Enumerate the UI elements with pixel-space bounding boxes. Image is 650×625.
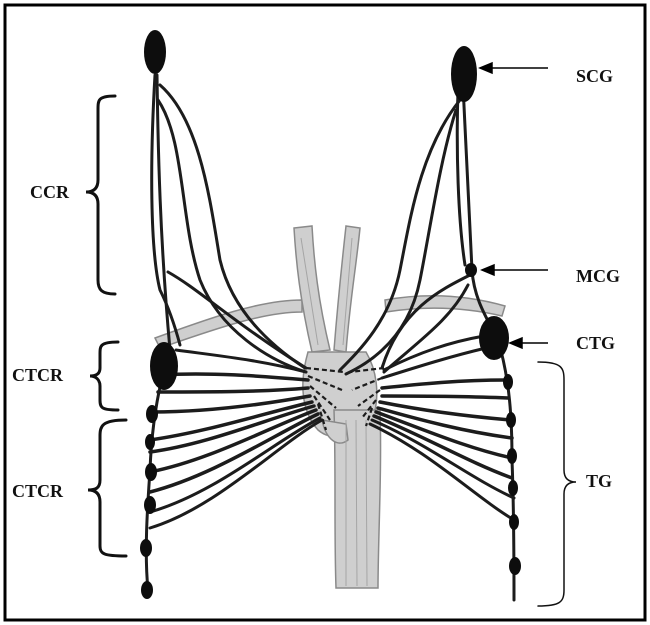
right-thoracic-ganglion-5 (509, 514, 519, 530)
left-thoracic-ganglion-3 (145, 463, 157, 481)
right-thoracic-ganglion-4 (508, 480, 518, 496)
left-thoracic-ganglion-5 (140, 539, 152, 557)
label-mcg: MCG (576, 266, 620, 286)
label-ccr: CCR (30, 182, 70, 202)
left-thoracic-ganglion-2 (145, 434, 155, 450)
label-tg: TG (586, 471, 612, 491)
left-thoracic-ganglion-1 (146, 405, 158, 423)
label-ctg: CTG (576, 333, 615, 353)
left-superior-cervical-ganglion (144, 30, 166, 74)
right-superior-cervical-ganglion (451, 46, 477, 102)
right-thoracic-ganglion-3 (507, 448, 517, 464)
label-ctcr-upper: CTCR (12, 365, 64, 385)
label-scg: SCG (576, 66, 613, 86)
right-middle-cervical-ganglion (465, 263, 477, 277)
right-thoracic-ganglion-2 (506, 412, 516, 428)
left-thoracic-ganglion-4 (144, 496, 156, 514)
right-cervicothoracic-ganglion (479, 316, 509, 360)
label-ctcr-lower: CTCR (12, 481, 64, 501)
left-cervicothoracic-ganglion (150, 342, 178, 390)
right-thoracic-2 (382, 396, 508, 398)
right-thoracic-ganglion-6 (509, 557, 521, 575)
left-thoracic-ganglion-6 (141, 581, 153, 599)
right-thoracic-ganglion-1 (503, 374, 513, 390)
